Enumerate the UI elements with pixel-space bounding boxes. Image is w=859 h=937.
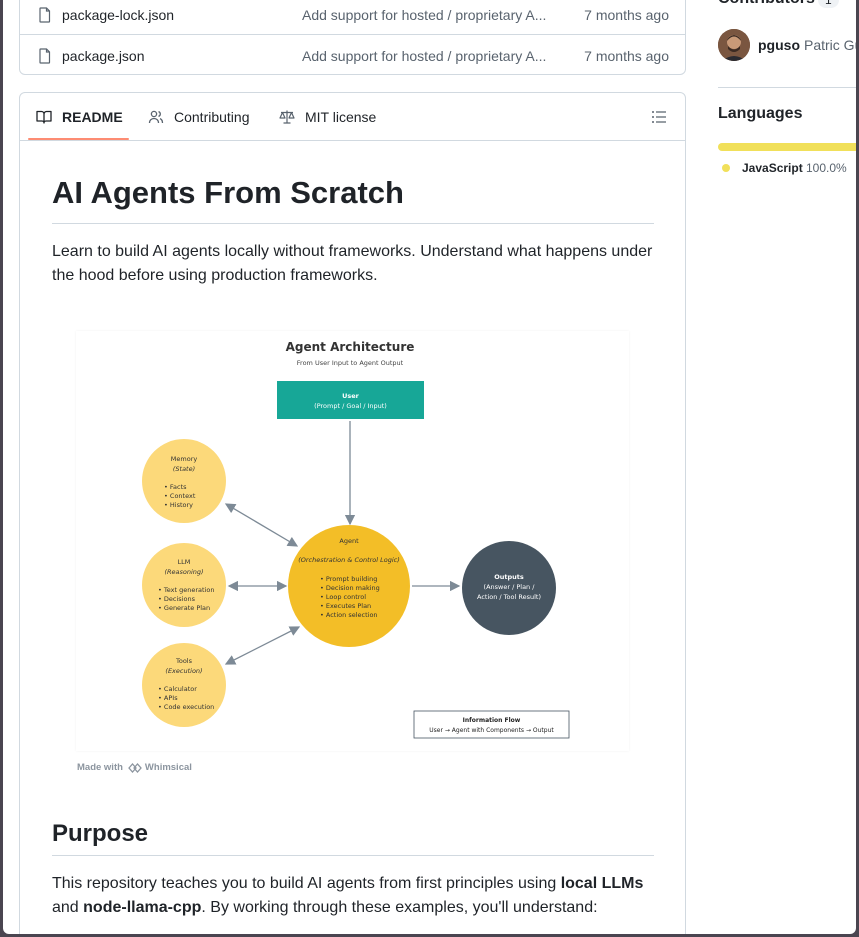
arrow-memory-agent [224, 503, 299, 547]
commit-time: 7 months ago [584, 6, 669, 23]
people-icon [148, 110, 164, 124]
information-flow-box [413, 710, 570, 739]
file-name[interactable]: package.json [62, 48, 145, 64]
whimsical-brand: Whimsical [144, 762, 192, 773]
file-icon [39, 48, 51, 64]
readme-panel: README Contributing MIT license AI Agent… [19, 92, 686, 934]
tab-label: MIT license [305, 109, 377, 125]
agent-item: • Prompt building [320, 575, 377, 583]
divider [52, 855, 654, 856]
made-with-whimsical[interactable]: Made with Whimsical [77, 762, 192, 773]
information-flow-title: Information Flow [463, 717, 521, 724]
agent-subtitle: (Orchestration & Control Logic) [298, 556, 400, 564]
avatar[interactable] [718, 29, 750, 61]
memory-title: Memory [171, 455, 198, 463]
language-bar [718, 143, 856, 151]
tab-label: README [62, 109, 123, 125]
outputs-line: Action / Tool Result) [477, 593, 541, 601]
agent-title: Agent [339, 537, 359, 545]
file-row[interactable]: package.json Add support for hosted / pr… [20, 36, 685, 76]
readme-tabs: README Contributing MIT license [20, 93, 685, 141]
page-frame: package-lock.json Add support for hosted… [3, 0, 856, 934]
languages-title: Languages [718, 105, 803, 122]
agent-item: • Loop control [320, 593, 366, 601]
memory-item: • History [164, 501, 193, 509]
file-list: package-lock.json Add support for hosted… [19, 0, 686, 75]
contributor-name[interactable]: Patric Gu [804, 37, 856, 53]
commit-message[interactable]: Add support for hosted / proprietary A..… [302, 6, 547, 23]
outputs-node [462, 541, 556, 635]
llm-node [142, 543, 226, 627]
whimsical-logo-icon [128, 762, 142, 773]
book-icon [36, 110, 52, 124]
commit-time: 7 months ago [584, 48, 669, 64]
tools-node [142, 643, 226, 727]
readme-title: AI Agents From Scratch [52, 175, 404, 210]
tools-item: • Code execution [158, 703, 214, 711]
language-percent: 100.0% [806, 161, 847, 175]
tab-license[interactable]: MIT license [279, 93, 376, 141]
llm-item: • Generate Plan [158, 604, 210, 612]
tools-title: Tools [175, 657, 193, 665]
arrow-tools-agent [224, 626, 301, 665]
diagram-subtitle: From User Input to Agent Output [297, 359, 404, 367]
llm-subtitle: (Reasoning) [164, 568, 203, 576]
tab-readme[interactable]: README [36, 93, 123, 141]
commit-message[interactable]: Add support for hosted / proprietary A..… [302, 48, 547, 64]
tab-contributing[interactable]: Contributing [148, 93, 250, 141]
tab-label: Contributing [174, 109, 250, 125]
tools-item: • APIs [158, 694, 178, 702]
memory-item: • Context [164, 492, 196, 500]
llm-title: LLM [178, 558, 191, 566]
llm-item: • Text generation [158, 586, 214, 594]
diagram-title: Agent Architecture [286, 340, 415, 354]
memory-subtitle: (State) [173, 465, 195, 473]
law-icon [279, 110, 295, 124]
user-subtitle: (Prompt / Goal / Input) [314, 402, 387, 410]
outputs-title: Outputs [494, 573, 524, 581]
agent-item: • Decision making [320, 584, 380, 592]
outputs-line: (Answer / Plan / [484, 583, 536, 591]
information-flow-text: User → Agent with Components → Output [429, 727, 554, 734]
file-row[interactable]: package-lock.json Add support for hosted… [20, 0, 685, 35]
contributors-title[interactable]: Contributors [718, 0, 815, 8]
agent-architecture-diagram[interactable]: Agent Architecture From User Input to Ag… [76, 331, 629, 751]
purpose-text: This repository teaches you to build AI … [52, 875, 644, 916]
user-title: User [342, 392, 360, 400]
made-with-label: Made with [77, 762, 123, 773]
divider [718, 87, 856, 88]
active-tab-indicator [28, 138, 129, 140]
language-color-dot [722, 164, 730, 172]
language-name[interactable]: JavaScript [742, 161, 803, 175]
tools-subtitle: (Execution) [165, 667, 202, 675]
purpose-heading: Purpose [52, 820, 149, 847]
file-icon [39, 6, 51, 23]
contributors-count: 1 [818, 0, 839, 8]
list-unordered-icon[interactable] [651, 109, 667, 125]
memory-item: • Facts [164, 483, 187, 491]
file-name[interactable]: package-lock.json [62, 6, 175, 23]
memory-node [142, 439, 226, 523]
readme-intro: Learn to build AI agents locally without… [52, 243, 653, 284]
agent-item: • Action selection [320, 611, 378, 619]
user-box [277, 381, 424, 419]
llm-item: • Decisions [158, 595, 196, 603]
divider [52, 223, 654, 224]
tools-item: • Calculator [158, 685, 197, 693]
contributor-login[interactable]: pguso [758, 37, 800, 53]
agent-item: • Executes Plan [320, 602, 371, 610]
avatar-image [718, 29, 750, 61]
agent-node [288, 525, 410, 647]
